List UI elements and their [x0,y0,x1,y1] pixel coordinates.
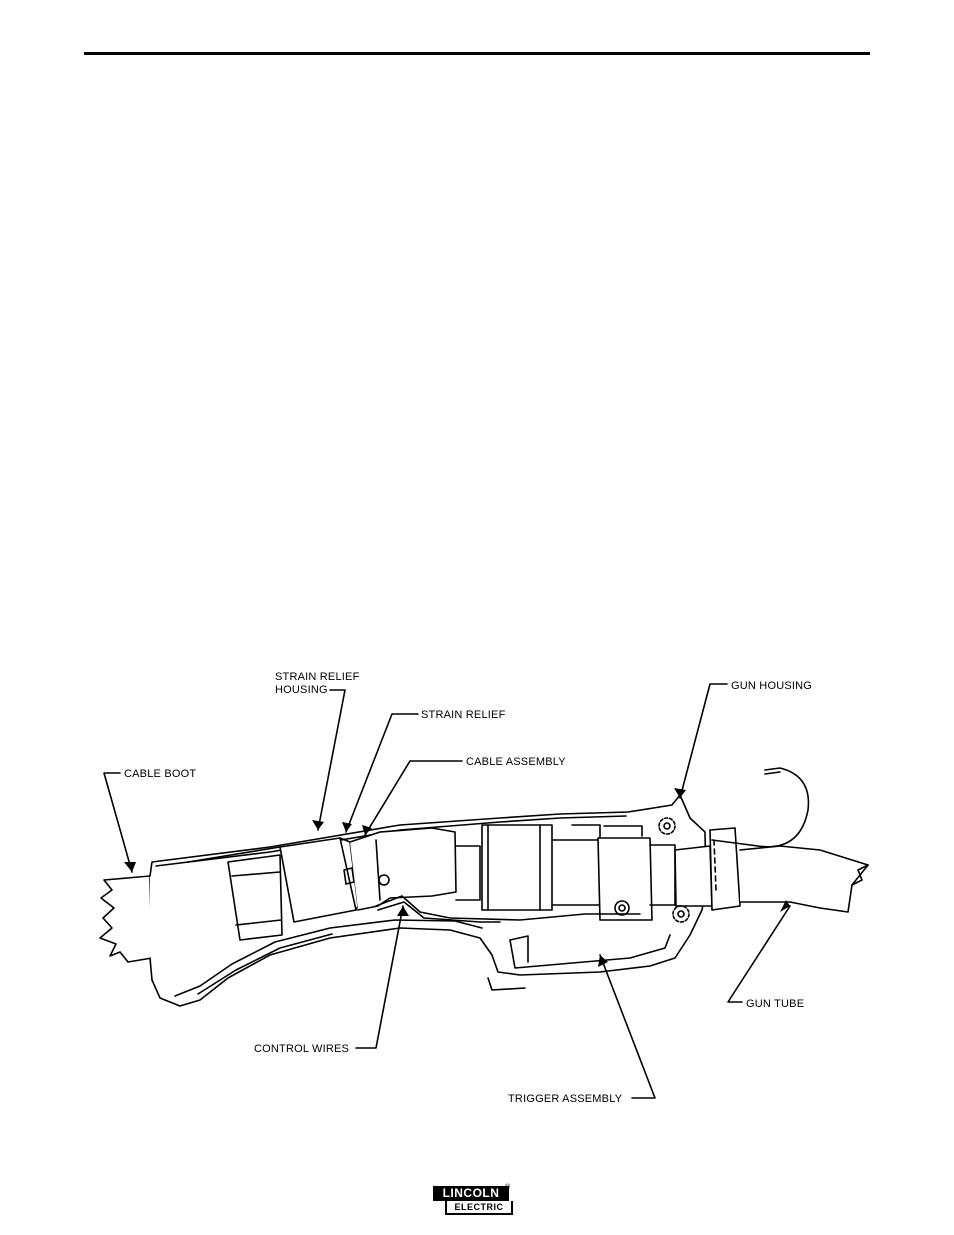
label-trigger-assembly: TRIGGER ASSEMBLY [508,1093,623,1105]
lincoln-electric-logo: LINCOLN ® ELECTRIC [433,1186,513,1216]
label-cable-boot: CABLE BOOT [124,768,196,780]
leader-strain-relief-housing [318,690,345,830]
front-connector [675,846,712,906]
logo-lincoln: LINCOLN [433,1186,509,1201]
leader-strain-relief [346,714,418,832]
label-control-wires: CONTROL WIRES [254,1043,349,1055]
cable-boot-shape [100,876,152,962]
leader-gun-housing [680,684,727,798]
label-cable-assembly: CABLE ASSEMBLY [466,756,566,768]
leader-gun-tube [728,906,790,1002]
central-fitting [482,825,552,910]
leader-cable-boot [104,773,132,872]
label-strain-relief-housing-2: HOUSING [275,684,328,696]
logo-electric: ELECTRIC [445,1201,513,1215]
leader-trigger-assembly [600,955,655,1098]
logo-registered-mark: ® [505,1184,510,1191]
gun-tube [740,846,868,912]
label-gun-housing: GUN HOUSING [731,680,812,692]
label-strain-relief-housing: STRAIN RELIEF [275,671,360,683]
label-gun-tube: GUN TUBE [746,998,804,1010]
label-strain-relief: STRAIN RELIEF [421,709,506,721]
